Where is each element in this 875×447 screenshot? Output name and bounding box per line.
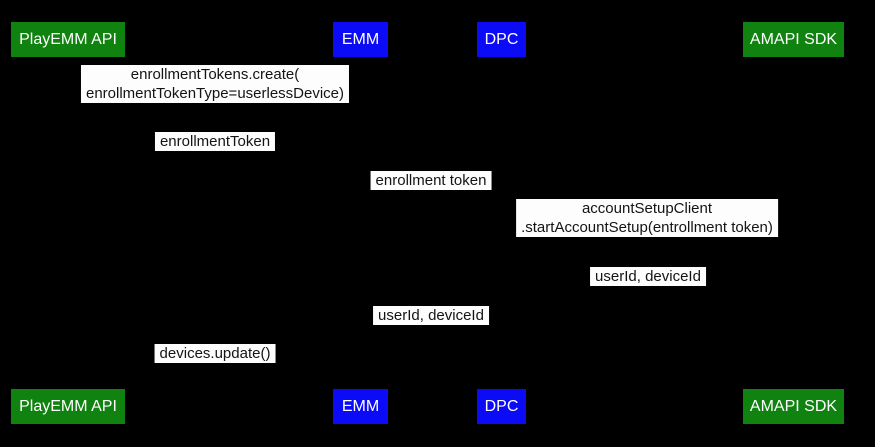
arrow-dpc-to-emm [360, 327, 501, 328]
participant-playemm-api-bottom: PlayEMM API [11, 389, 125, 424]
arrow-emm-to-dpc [360, 192, 501, 193]
message-line: devices.update() [159, 345, 271, 362]
message-line: enrollmentToken [159, 133, 271, 150]
arrow-dpc-to-amapi [501, 240, 793, 241]
participant-dpc-top: DPC [477, 22, 526, 57]
message-line: enrollmentTokens.create( [130, 66, 300, 83]
participant-emm-top: EMM [333, 22, 388, 57]
arrow-emm-to-playemm [68, 105, 361, 106]
participant-dpc-bottom: DPC [477, 389, 526, 424]
lifeline-dpc [501, 57, 502, 389]
arrow-amapi-to-dpc [501, 288, 793, 289]
lifeline-amapi-sdk [793, 57, 794, 389]
participant-playemm-api-top: PlayEMM API [11, 22, 125, 57]
arrow-emm-to-playemm-2 [68, 366, 361, 367]
message-line: .startAccountSetup(entrollment token) [521, 219, 773, 236]
message-enrollment-token-return: enrollmentToken [154, 132, 276, 151]
message-start-account-setup: accountSetupClient .startAccountSetup(en… [516, 199, 778, 237]
message-userid-deviceid-to-dpc: userId, deviceId [590, 267, 706, 286]
message-line: enrollmentTokenType=userlessDevice) [85, 85, 345, 102]
participant-amapi-sdk-top: AMAPI SDK [743, 22, 844, 57]
lifeline-playemm-api [68, 57, 69, 389]
message-enrollment-tokens-create: enrollmentTokens.create( enrollmentToken… [80, 65, 350, 103]
participant-emm-bottom: EMM [333, 389, 388, 424]
message-userid-deviceid-to-emm: userId, deviceId [373, 306, 489, 325]
message-devices-update: devices.update() [154, 344, 276, 363]
arrow-playemm-to-emm [68, 153, 361, 154]
participant-amapi-sdk-bottom: AMAPI SDK [743, 389, 844, 424]
message-line: userId, deviceId [595, 268, 701, 285]
message-line: accountSetupClient [581, 200, 713, 217]
message-line: enrollment token [375, 172, 487, 189]
message-line: userId, deviceId [378, 307, 484, 324]
lifeline-emm [360, 57, 361, 389]
message-enrollment-token-to-dpc: enrollment token [370, 171, 492, 190]
